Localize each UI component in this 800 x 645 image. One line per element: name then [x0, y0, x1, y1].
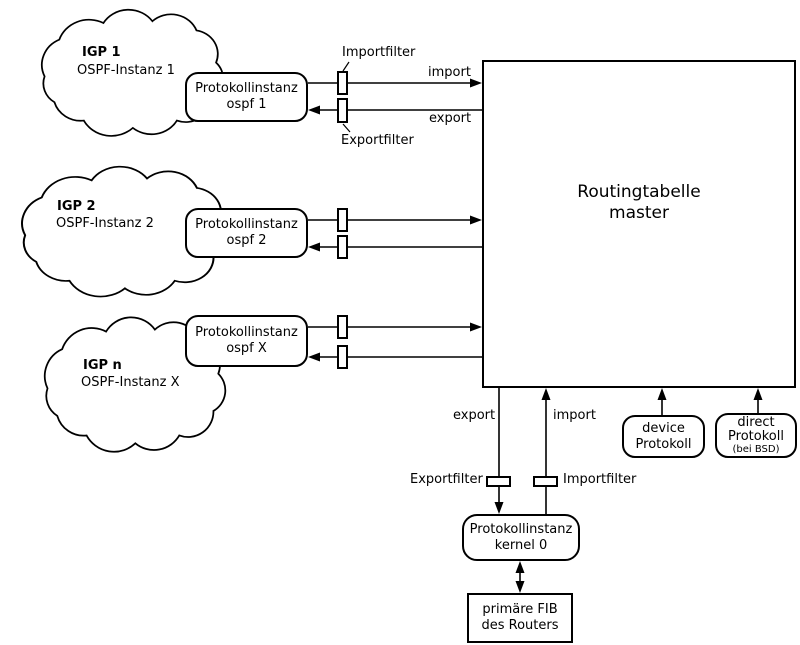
export-arrowhead-row3 — [308, 352, 320, 362]
export-label-bottom: export — [453, 408, 496, 423]
protocol-box-ospf1-line2: ospf 1 — [226, 97, 267, 112]
import-filter-box-row3 — [337, 315, 348, 339]
kernel-fib-arrowhead-down — [515, 581, 525, 593]
fib-line2: des Routers — [481, 618, 559, 633]
export-arrowhead-row1 — [308, 105, 320, 115]
importfilter-label-row1: Importfilter — [342, 45, 416, 60]
import-label-row1: import — [428, 65, 471, 80]
import-filter-box-row1 — [337, 71, 348, 95]
import-filter-box-row2 — [337, 208, 348, 232]
device-protocol-line2: Protokoll — [635, 436, 692, 452]
direct-protocol-line2: Protokoll — [728, 428, 784, 444]
routing-table-title: Routingtabelle master — [484, 182, 794, 224]
direct-protocol-line1: direct — [737, 414, 775, 430]
exportfilter-callout-tick — [342, 123, 351, 133]
kernel-import-arrowhead — [541, 388, 551, 400]
exportfilter-label-bottom: Exportfilter — [410, 472, 483, 487]
protocol-box-ospf1: Protokollinstanz ospf 1 — [185, 72, 308, 122]
cloud-igp1-title: IGP 1 — [82, 45, 121, 60]
device-protocol-arrowhead — [657, 388, 667, 400]
cloud-igpn-title: IGP n — [83, 358, 122, 373]
kernel-fib-arrowhead-up — [515, 561, 525, 573]
direct-protocol-box: direct Protokoll (bei BSD) — [715, 413, 797, 458]
export-filter-box-row3 — [337, 345, 348, 369]
protocol-box-ospfX-line2: ospf X — [226, 341, 267, 356]
direct-protocol-line3: (bei BSD) — [732, 443, 780, 455]
kernel-export-arrowhead — [494, 502, 504, 514]
cloud-igp2-title: IGP 2 — [57, 199, 96, 214]
protocol-box-ospf1-line1: Protokollinstanz — [195, 81, 298, 96]
import-arrowhead-row3 — [470, 322, 482, 332]
import-label-bottom: import — [553, 408, 596, 423]
protocol-box-ospf2-line1: Protokollinstanz — [195, 217, 298, 232]
importfilter-callout-tick — [342, 61, 350, 72]
protocol-box-ospfX-line1: Protokollinstanz — [195, 325, 298, 340]
fib-box: primäre FIB des Routers — [467, 593, 573, 643]
protocol-box-ospf2: Protokollinstanz ospf 2 — [185, 208, 308, 258]
routing-table-master-box: Routingtabelle master — [482, 60, 796, 388]
export-filter-box-row1 — [337, 98, 348, 123]
export-filter-box-row2 — [337, 235, 348, 259]
cloud-igp2-subtitle: OSPF-Instanz 2 — [56, 216, 154, 231]
importfilter-label-bottom: Importfilter — [563, 472, 637, 487]
kernel-import-filter-box — [533, 476, 558, 487]
cloud-igpn-subtitle: OSPF-Instanz X — [81, 375, 180, 390]
export-arrowhead-row2 — [308, 242, 320, 252]
fib-line1: primäre FIB — [482, 602, 558, 617]
cloud-igp1-subtitle: OSPF-Instanz 1 — [77, 63, 175, 78]
protocol-box-ospfX: Protokollinstanz ospf X — [185, 315, 308, 367]
kernel-instance-line2: kernel 0 — [494, 537, 548, 553]
device-protocol-line1: device — [642, 420, 685, 436]
kernel-export-filter-box — [486, 476, 511, 487]
routing-table-line2: master — [609, 203, 669, 223]
export-label-row1: export — [429, 111, 472, 126]
import-arrowhead-row1 — [470, 78, 482, 88]
kernel-instance-box: Protokollinstanz kernel 0 — [462, 514, 580, 561]
direct-protocol-arrowhead — [753, 388, 763, 400]
exportfilter-label-row1: Exportfilter — [341, 133, 414, 148]
routing-table-line1: Routingtabelle — [577, 182, 701, 202]
kernel-instance-line1: Protokollinstanz — [469, 521, 573, 537]
import-arrowhead-row2 — [470, 215, 482, 225]
device-protocol-box: device Protokoll — [622, 415, 705, 458]
protocol-box-ospf2-line2: ospf 2 — [226, 233, 267, 248]
